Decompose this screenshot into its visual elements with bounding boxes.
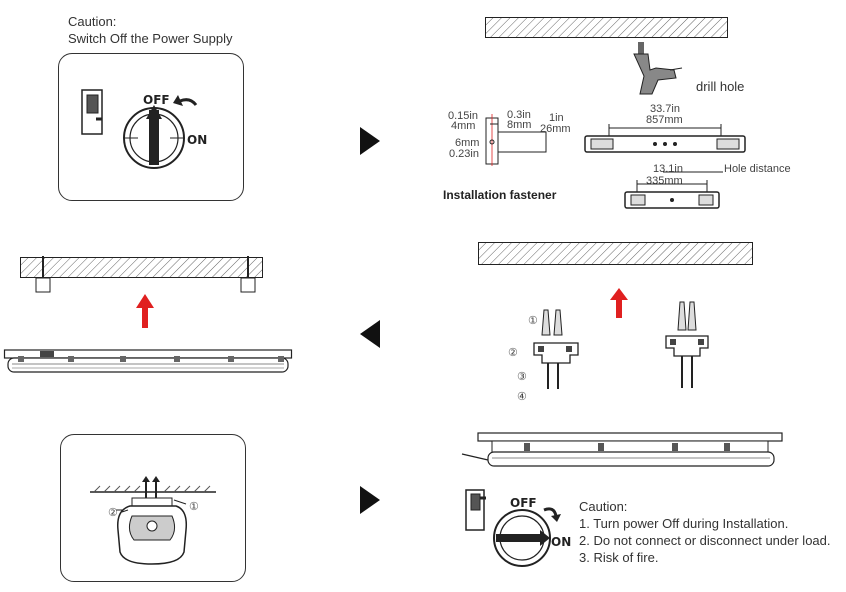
step2-drill-label: drill hole (696, 79, 745, 94)
step3-red-up-arrow-icon (136, 294, 154, 328)
drill-icon (633, 42, 683, 95)
step6-caution-line-1: 1. Turn power Off during Installation. (579, 516, 789, 531)
step1-caution-title: Caution: (68, 14, 117, 29)
prev-arrow-icon (360, 320, 380, 348)
dim-015in: 0.15in (448, 110, 478, 122)
step2-ceiling-hatch (485, 17, 728, 38)
rotate-arrow-icon (179, 98, 198, 106)
next-arrow-icon-1 (360, 127, 380, 155)
fastener-title: Installation fastener (443, 188, 557, 202)
step4-red-up-arrow-icon (610, 288, 628, 318)
step6-caution-line-2: 2. Do not connect or disconnect under lo… (579, 533, 831, 548)
step4-callout-4: ④ (517, 391, 527, 403)
step5-callout-2: ② (108, 507, 118, 519)
step4-ceiling-hatch (478, 242, 753, 265)
step3-fixture (3, 349, 293, 373)
dim-03in: 0.3in (507, 109, 531, 121)
step5-callout-1: ① (189, 501, 199, 513)
step6-caution-line-3: 3. Risk of fire. (579, 550, 659, 565)
dim-1in: 1in (549, 112, 564, 124)
step4-left-assembly (533, 309, 579, 389)
next-arrow-icon-2 (360, 486, 380, 514)
step4-callout-1: ① (528, 315, 538, 327)
dim-337in: 33.7in (650, 103, 680, 115)
step1-switch-on-label: ON (187, 133, 208, 147)
wall-switch-icon (465, 489, 486, 531)
fastener-drawing (485, 114, 547, 166)
dim-023in: 0.23in (449, 148, 479, 160)
step4-callout-3: ③ (517, 371, 527, 383)
step4-right-assembly (665, 301, 709, 388)
rotary-switch-icon (493, 509, 551, 567)
step3-ceiling-hatch (20, 257, 263, 278)
long-fixture-bracket (584, 124, 746, 153)
dim-6mm: 6mm (455, 137, 480, 149)
step4-callout-2: ② (508, 347, 518, 359)
step6-switch-illustration (465, 489, 561, 567)
dim-8mm: 8mm (507, 119, 532, 131)
step5-end-view (90, 476, 216, 565)
dim-26mm: 26mm (540, 123, 571, 135)
step4-mounted-fixture (461, 432, 783, 467)
step3-brackets (35, 256, 256, 293)
dim-857mm: 857mm (646, 114, 683, 126)
step6-switch-on-label: ON (551, 535, 572, 549)
step1-caution-text: Switch Off the Power Supply (68, 31, 233, 46)
step6-caution-title: Caution: (579, 499, 628, 514)
hole-distance-label: Hole distance (724, 163, 791, 175)
short-fixture-bracket (624, 171, 723, 209)
dim-4mm: 4mm (451, 120, 476, 132)
step6-switch-off-label: OFF (510, 496, 537, 510)
step1-switch-illustration (81, 89, 198, 169)
rotary-switch-icon (123, 105, 185, 169)
step1-switch-off-label: OFF (143, 93, 170, 107)
rotate-arrow-icon (543, 507, 558, 517)
wall-switch-icon (81, 89, 103, 135)
